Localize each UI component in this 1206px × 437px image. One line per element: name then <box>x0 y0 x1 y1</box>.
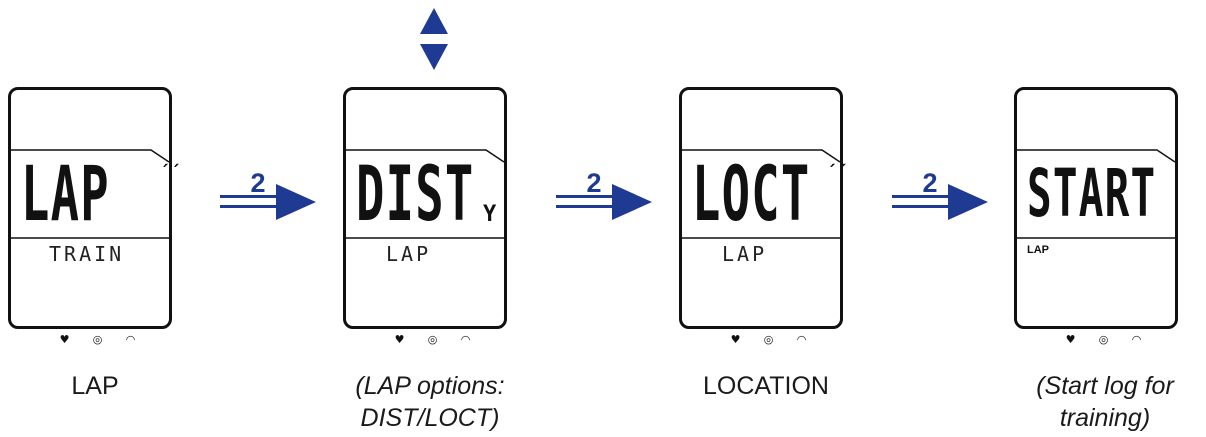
lcd-sub-text: LAP <box>386 242 432 266</box>
lcd-indicator: ´´ <box>826 162 848 183</box>
step-number: 2 <box>586 168 602 198</box>
caption-lap-options: (LAP options: DIST/LOCT) <box>355 372 505 432</box>
status-icons: ♥ ◎ ◠ <box>719 333 818 346</box>
heart-icon: ♥ <box>1065 333 1076 346</box>
heart-icon: ♥ <box>394 333 405 346</box>
wheel-sensor-icon: ◎ <box>763 333 774 346</box>
caption-lap: LAP <box>71 372 119 400</box>
lcd-screen-lap: LAP ´´ TRAIN <box>8 87 181 329</box>
caption-start-log: (Start log for training) <box>1036 372 1174 432</box>
lcd-sub-text: TRAIN <box>49 242 125 266</box>
status-icons: ♥ ◎ ◠ <box>48 333 147 346</box>
wheel-sensor-icon: ◎ <box>427 333 438 346</box>
lcd-main-text: DIST <box>356 149 475 238</box>
lcd-main-text: LAP <box>21 149 110 238</box>
up-down-arrows-icon <box>420 8 448 70</box>
lcd-sub-text: LAP <box>1027 244 1049 256</box>
status-icons: ♥ ◎ ◠ <box>1054 333 1153 346</box>
wheel-sensor-icon: ◎ <box>92 333 103 346</box>
lcd-sub-text: LAP <box>722 242 768 266</box>
status-icons: ♥ ◎ ◠ <box>383 333 482 346</box>
wheel-sensor-icon: ◎ <box>1098 333 1109 346</box>
arrow-right-icon <box>556 184 652 220</box>
heart-icon: ♥ <box>730 333 741 346</box>
lcd-screen-loct: LOCT ´´ LAP <box>679 87 848 329</box>
step-number: 2 <box>922 168 938 198</box>
speedometer-icon: ◠ <box>796 333 807 346</box>
arrow-right-icon <box>220 184 316 220</box>
lcd-indicator: ´´ <box>159 162 181 183</box>
speedometer-icon: ◠ <box>460 333 471 346</box>
caption-location: LOCATION <box>703 372 829 400</box>
lcd-indicator: Y <box>483 202 497 227</box>
speedometer-icon: ◠ <box>1131 333 1142 346</box>
lcd-screen-start: START LAP <box>1014 87 1178 329</box>
arrow-right-icon <box>892 184 988 220</box>
lcd-screen-dist: DIST Y LAP <box>343 87 507 329</box>
speedometer-icon: ◠ <box>125 333 136 346</box>
heart-icon: ♥ <box>59 333 70 346</box>
step-number: 2 <box>250 168 266 198</box>
lcd-main-text: LOCT <box>692 149 811 238</box>
lcd-main-text: START <box>1027 155 1157 232</box>
